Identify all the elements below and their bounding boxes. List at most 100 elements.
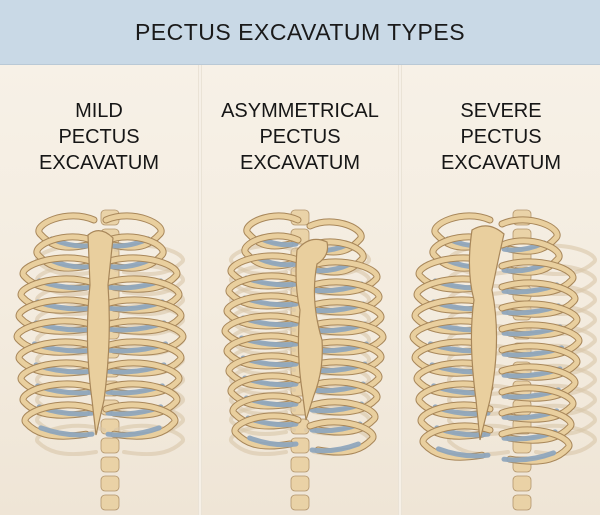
sternum — [295, 238, 329, 421]
rib — [499, 280, 578, 317]
rib — [226, 353, 301, 389]
rib — [307, 399, 378, 435]
rib — [20, 381, 97, 418]
rib — [103, 297, 184, 334]
label-line: PECTUS — [58, 126, 140, 148]
vertebra — [100, 437, 120, 454]
label-line: EXCAVATUM — [440, 152, 561, 174]
rib — [307, 339, 384, 375]
rib — [499, 259, 576, 296]
rib — [18, 276, 97, 313]
rib — [224, 293, 301, 329]
label-line: ASYMMETRICAL — [221, 100, 379, 122]
panel-label-asymmetrical: ASYMMETRICAL PECTUS EXCAVATUM — [202, 98, 398, 176]
panel-mild: MILD PECTUS EXCAVATUM — [0, 65, 198, 515]
rib — [430, 234, 493, 271]
rib — [307, 419, 376, 455]
rib — [499, 385, 576, 422]
costal-cartilage — [501, 450, 557, 463]
rib — [228, 373, 301, 409]
rib — [499, 238, 562, 275]
rib — [18, 360, 97, 397]
vertebra — [100, 475, 120, 492]
rib — [307, 239, 366, 275]
rib — [103, 402, 178, 439]
rib — [232, 413, 301, 449]
vertebra — [290, 456, 310, 473]
rib-cage-severe-icon — [409, 209, 598, 511]
label-line: PECTUS — [259, 126, 341, 148]
rib-cage-group — [221, 209, 387, 511]
vertebra — [290, 475, 310, 492]
rib — [416, 255, 493, 292]
rib — [103, 276, 182, 313]
rib — [499, 217, 560, 254]
page-title: PECTUS EXCAVATUM TYPES — [134, 18, 466, 45]
rib — [432, 213, 493, 250]
vertebra — [290, 494, 310, 511]
rib — [34, 234, 97, 271]
costal-cartilage — [309, 441, 361, 454]
rib — [20, 255, 97, 292]
rib — [414, 360, 493, 397]
rib — [499, 343, 580, 380]
rib — [103, 381, 180, 418]
rib — [307, 279, 382, 315]
rib — [499, 301, 580, 338]
rib — [307, 259, 380, 295]
sternum — [86, 230, 114, 436]
rib — [36, 213, 97, 250]
rib — [226, 273, 301, 309]
rib-cage-asymmetrical-icon — [221, 209, 387, 511]
rib — [412, 297, 493, 334]
rib — [416, 381, 493, 418]
rib — [499, 406, 574, 443]
rib — [418, 402, 493, 439]
rib-cage-group — [13, 209, 187, 511]
rib — [420, 423, 493, 460]
costal-cartilage — [38, 425, 95, 438]
costal-cartilage — [105, 425, 162, 438]
rib — [14, 318, 97, 355]
rib — [499, 427, 572, 464]
rib — [412, 339, 493, 376]
rib — [242, 233, 301, 269]
rib — [307, 359, 382, 395]
label-line: PECTUS — [460, 126, 542, 148]
rib — [414, 276, 493, 313]
rib — [307, 379, 380, 415]
costal-cartilage — [435, 446, 491, 459]
panel-divider — [398, 65, 402, 515]
rib — [307, 219, 364, 255]
rib — [103, 360, 182, 397]
vertebra — [512, 494, 532, 511]
rib — [224, 333, 301, 369]
panel-asymmetrical: ASYMMETRICAL PECTUS EXCAVATUM — [202, 65, 398, 515]
panel-severe: SEVERE PECTUS EXCAVATUM — [402, 65, 600, 515]
panel-label-mild: MILD PECTUS EXCAVATUM — [0, 98, 198, 176]
rib — [228, 253, 301, 289]
rib — [499, 364, 578, 401]
vertebra — [100, 494, 120, 511]
sternum — [468, 225, 505, 441]
rib — [103, 255, 180, 292]
rib — [222, 313, 301, 349]
panels-row: MILD PECTUS EXCAVATUM ASYMMETRICAL PECTU… — [0, 65, 600, 515]
rib-cage-mild-icon — [13, 209, 187, 511]
label-line: MILD — [75, 100, 123, 122]
rib — [16, 297, 97, 334]
rib — [307, 319, 386, 355]
panel-divider — [198, 65, 202, 515]
rib — [103, 339, 184, 376]
rib — [244, 213, 301, 249]
rib — [410, 318, 493, 355]
vertebra — [100, 456, 120, 473]
rib — [103, 234, 166, 271]
vertebra — [512, 475, 532, 492]
rib — [307, 299, 384, 335]
panel-label-severe: SEVERE PECTUS EXCAVATUM — [402, 98, 600, 176]
label-line: EXCAVATUM — [239, 152, 360, 174]
label-line: SEVERE — [460, 100, 542, 122]
costal-cartilage — [247, 435, 299, 448]
